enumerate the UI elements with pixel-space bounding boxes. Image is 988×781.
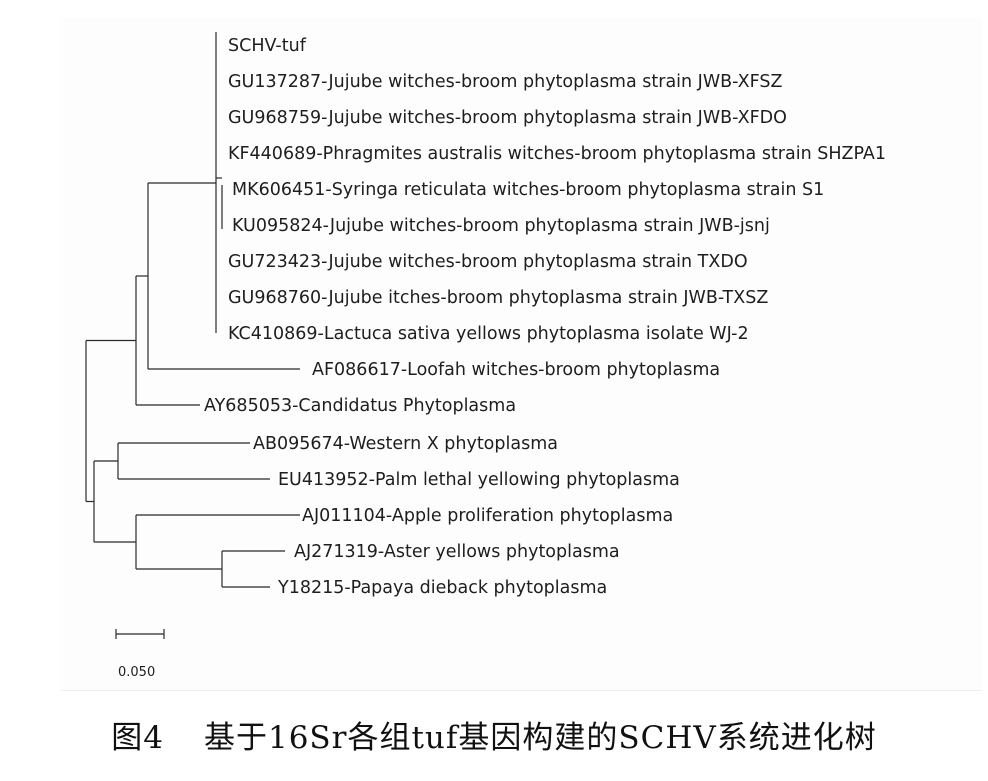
figure-caption-text: 基于16Sr各组tuf基因构建的SCHV系统进化树 [203, 720, 877, 756]
leaf-label-gu968759: GU968759-Jujube witches-broom phytoplasm… [228, 108, 787, 128]
leaf-label-y18215: Y18215-Papaya dieback phytoplasma [277, 578, 607, 598]
leaf-label-aj271319: AJ271319-Aster yellows phytoplasma [294, 542, 620, 562]
figure-number: 图4 [111, 720, 164, 756]
leaf-label-ku095824: KU095824-Jujube witches-broom phytoplasm… [232, 216, 770, 236]
leaf-label-mk606451: MK606451-Syringa reticulata witches-broo… [232, 180, 824, 200]
leaf-label-gu137287: GU137287-Jujube witches-broom phytoplasm… [228, 72, 782, 92]
leaf-label-gu968760: GU968760-Jujube itches-broom phytoplasma… [228, 288, 768, 308]
leaf-label-kf440689: KF440689-Phragmites australis witches-br… [228, 144, 886, 164]
scale-bar-label: 0.050 [118, 665, 155, 680]
leaf-label-schv: SCHV-tuf [228, 36, 307, 56]
leaf-label-kc410869: KC410869-Lactuca sativa yellows phytopla… [228, 324, 749, 344]
leaf-label-ay685053: AY685053-Candidatus Phytoplasma [204, 396, 516, 416]
leaf-label-aj011104: AJ011104-Apple proliferation phytoplasma [302, 506, 673, 526]
leaf-label-af086617: AF086617-Loofah witches-broom phytoplasm… [312, 360, 720, 380]
leaf-label-ab095674: AB095674-Western X phytoplasma [253, 434, 558, 454]
leaf-label-eu413952: EU413952-Palm lethal yellowing phytoplas… [278, 470, 680, 490]
leaf-label-gu723423: GU723423-Jujube witches-broom phytoplasm… [228, 252, 748, 272]
figure-caption: 图4 基于16Sr各组tuf基因构建的SCHV系统进化树 [0, 712, 988, 757]
